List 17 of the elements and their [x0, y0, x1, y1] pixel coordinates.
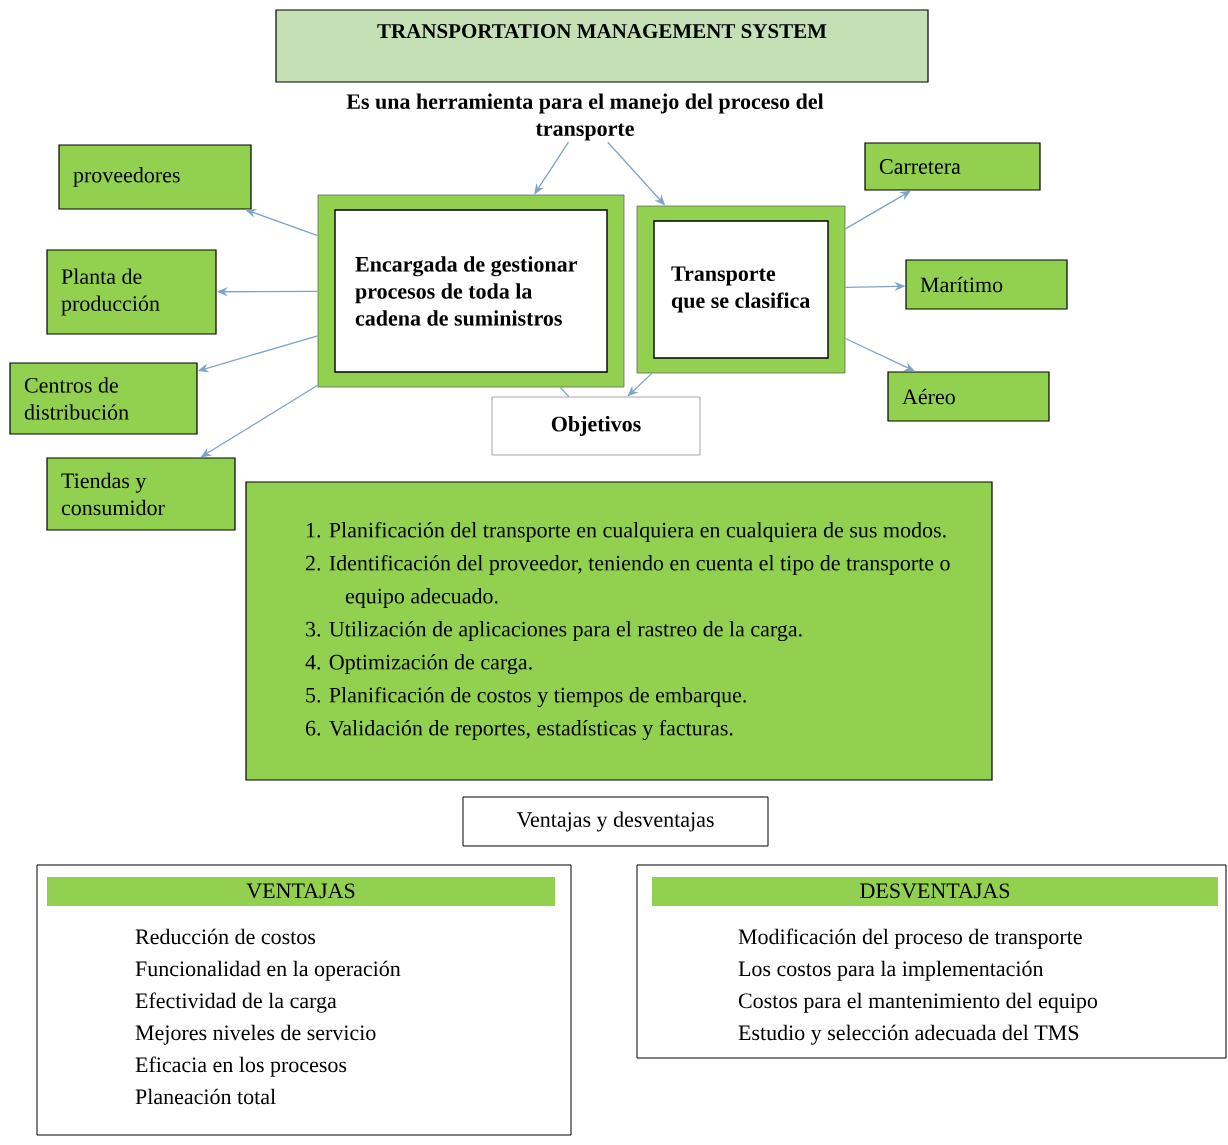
heading-box: Ventajas y desventajas	[462, 796, 769, 847]
category-box: Aéreo	[887, 371, 1050, 422]
category-box: Carretera	[864, 142, 1041, 191]
list-panel: DESVENTAJAS Modificación del proceso de transporte Los costos para la implementación Costos para el mantenimiento del equipo Estudio y selección adecuada del TMS	[636, 864, 1227, 1059]
process-box: Transporte que se clasifica	[636, 205, 846, 374]
category-box: Centros de distribución	[9, 362, 198, 435]
category-box: Marítimo	[905, 259, 1068, 310]
category-box: proveedores	[58, 144, 252, 210]
category-box: Planta de producción	[46, 249, 217, 335]
subtitle: Es una herramienta para el manejo del proceso del transporte	[346, 93, 824, 141]
process-box: Encargada de gestionar procesos de toda la cadena de suministros	[317, 194, 625, 388]
category-box: Tiendas y consumidor	[46, 457, 236, 531]
heading-box: Objetivos	[491, 396, 701, 456]
list-panel: VENTAJAS Reducción de costos Funcionalidad en la operación Efectividad de la carga Mejores niveles de servicio Eficacia en los procesos Planeación total	[36, 864, 572, 1136]
list-box: 1. Planificación del transporte en cualquiera en cualquiera de sus modos. 2. Identificación del proveedor, teniendo en cuenta el tipo de transporte o equipo adecuado. 3. Utilización de aplicaciones para el rastreo de la carga. 4. Optimización de carga. 5. Planificación de costos y tiempos de embarque. 6. Validación de reportes, estadísticas y facturas.	[245, 481, 993, 781]
connector-line	[559, 386, 570, 398]
title-box: TRANSPORTATION MANAGEMENT SYSTEM	[275, 9, 929, 83]
